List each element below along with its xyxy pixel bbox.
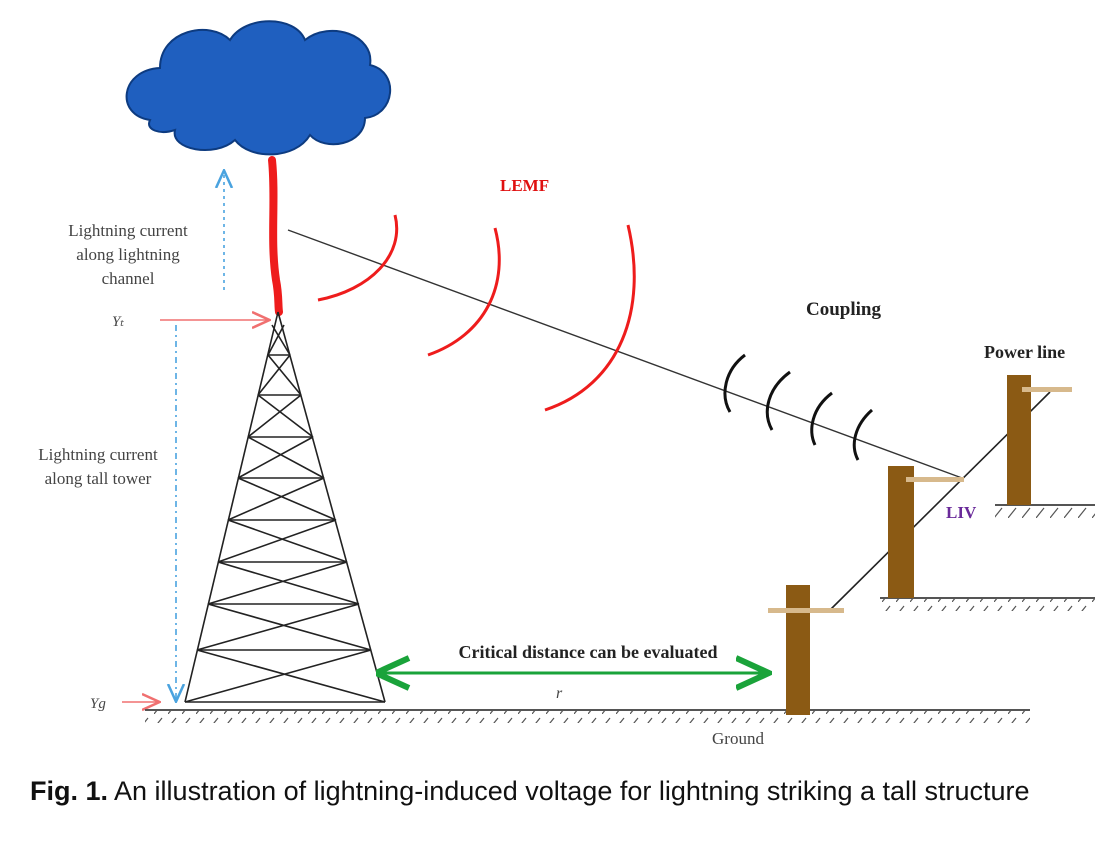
pole-2: [888, 466, 964, 598]
ground-line: [145, 709, 1030, 723]
y-ground-label: Yg: [90, 696, 106, 712]
field-path-line: [287, 229, 963, 479]
channel-current-label-1: Lightning current: [68, 221, 188, 240]
pole-3: [1007, 375, 1072, 505]
ground-label: Ground: [712, 729, 764, 748]
channel-current-label-3: channel: [102, 269, 155, 288]
caption-text: An illustration of lightning-induced vol…: [108, 776, 1030, 806]
liv-label: LIV: [946, 503, 977, 522]
lightning-channel: [268, 156, 283, 316]
figure-caption: Fig. 1. An illustration of lightning-ind…: [30, 772, 1090, 810]
coupling-label: Coupling: [806, 299, 881, 320]
cloud-icon: [125, 20, 392, 156]
terrace-middle: [880, 597, 1095, 611]
caption-prefix: Fig. 1.: [30, 776, 109, 806]
channel-current-label-2: along lightning: [76, 245, 180, 264]
lemf-label: LEMF: [500, 176, 549, 195]
tall-tower: [184, 311, 386, 703]
distance-symbol: r: [556, 685, 563, 702]
tower-current-label-2: along tall tower: [45, 469, 152, 488]
lightning-induced-voltage-diagram: LEMF Coupling Power line LIV Lightning c…: [38, 20, 1095, 748]
lemf-waves: [317, 214, 636, 412]
critical-distance-label: Critical distance can be evaluated: [459, 642, 718, 662]
terrace-upper: [995, 504, 1095, 518]
power-line-label: Power line: [984, 342, 1065, 362]
coupling-waves: [723, 353, 874, 461]
pole-1: [768, 585, 844, 715]
y-top-label: Yₜ: [112, 314, 124, 330]
tower-current-label-1: Lightning current: [38, 445, 158, 464]
